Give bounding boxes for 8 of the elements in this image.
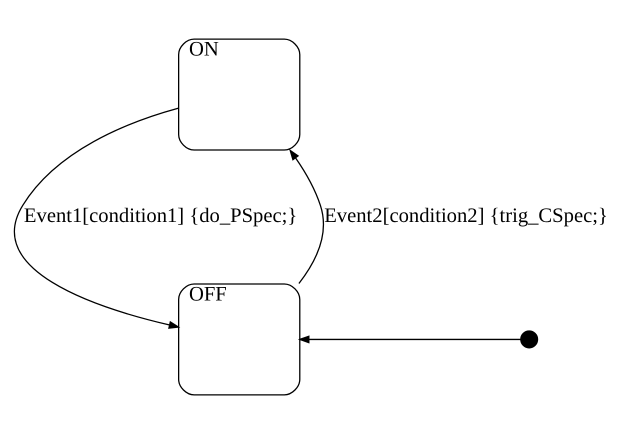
node-box: ON bbox=[178, 38, 300, 150]
arrow bbox=[289, 148, 324, 284]
arrow bbox=[298, 334, 521, 343]
edge-label: Event1[condition1] {do_PSpec;} bbox=[24, 204, 298, 226]
node-circle bbox=[520, 330, 538, 348]
arrow bbox=[14, 107, 180, 328]
edge-label: Event2[condition2] {trig_CSpec;} bbox=[324, 204, 608, 226]
node-box: OFF bbox=[178, 282, 300, 395]
